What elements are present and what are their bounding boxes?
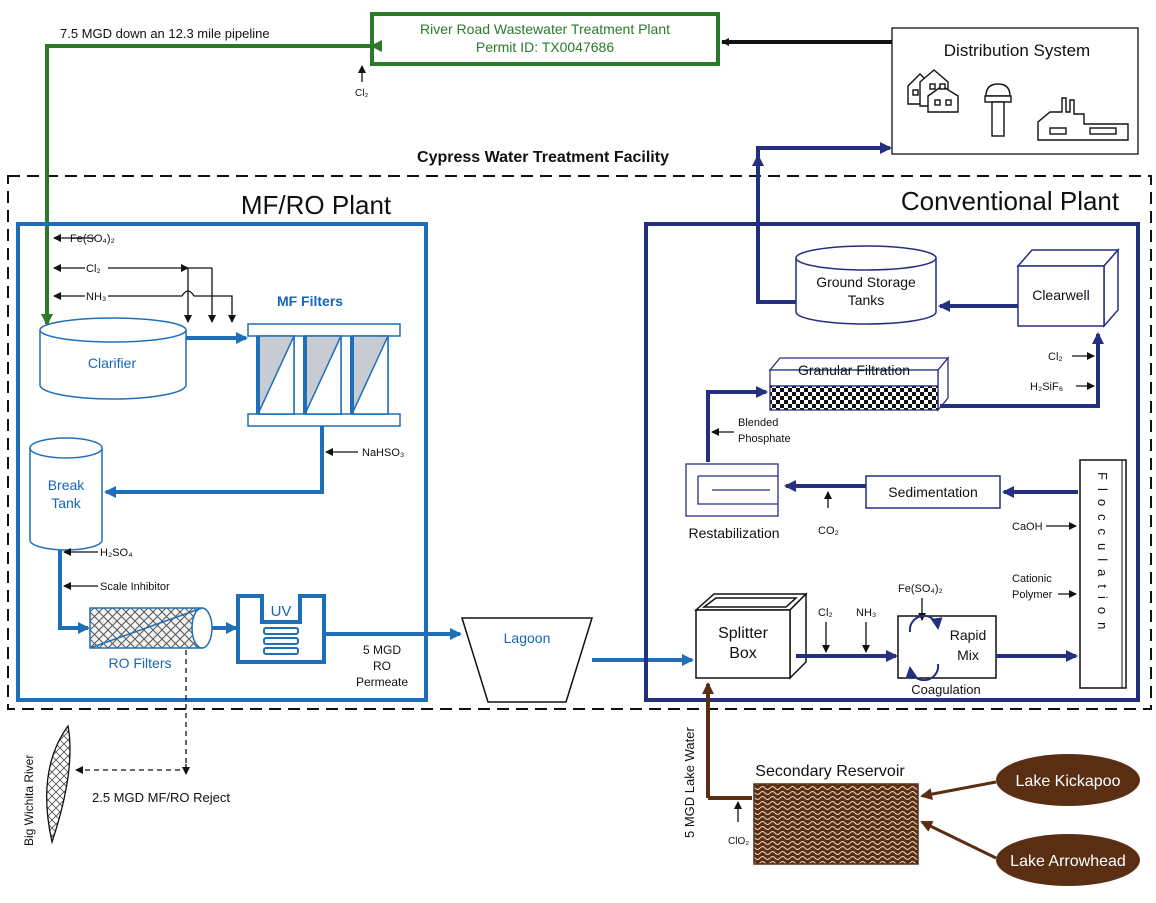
lake-arrowhead-label: Lake Arrowhead xyxy=(1010,853,1126,870)
co2-label: CO₂ xyxy=(818,525,839,537)
caoh-label: CaOH xyxy=(1012,521,1043,533)
clearwell-box xyxy=(1016,248,1120,328)
uv-lamps xyxy=(263,627,299,655)
ground-storage-label-1: Ground Storage xyxy=(816,274,916,290)
ground-storage-label-2: Tanks xyxy=(848,292,885,308)
mf-filters-label: MF Filters xyxy=(277,293,343,309)
mfro-fe-label: Fe(SO₄)₂ xyxy=(70,233,115,245)
wwtp-permit: Permit ID: TX0047686 xyxy=(476,39,614,55)
mfro-cl2-label: Cl₂ xyxy=(86,263,101,275)
wwtp-name: River Road Wastewater Treatment Plant xyxy=(420,21,670,37)
mf-filters-unit xyxy=(247,323,401,427)
flocculation-label: Flocculation xyxy=(1095,472,1110,637)
restabilization-unit xyxy=(685,463,779,517)
permeate-label-1: 5 MGD xyxy=(363,643,401,657)
clarifier-label: Clarifier xyxy=(88,355,137,371)
splitter-box xyxy=(694,592,808,680)
wwtp-box xyxy=(370,12,720,66)
break-tank-label-2: Tank xyxy=(51,495,82,511)
mix-swirl-icon xyxy=(905,614,943,682)
conventional-plant-box xyxy=(644,222,1140,702)
coagulation-label: Coagulation xyxy=(911,682,980,697)
pipeline-flow xyxy=(41,40,382,326)
mfro-plant-title: MF/RO Plant xyxy=(241,190,392,220)
scale-inhibitor-label: Scale Inhibitor xyxy=(100,581,170,593)
granular-filtration-unit xyxy=(768,356,950,412)
mfro-nh3-label: NH₃ xyxy=(86,291,106,303)
sedimentation-label: Sedimentation xyxy=(888,484,978,500)
lake-arrowhead xyxy=(996,834,1140,886)
lake-kickapoo-label: Lake Kickapoo xyxy=(1016,773,1121,790)
rapid-label-2: Mix xyxy=(957,647,979,663)
break-tank-label-1: Break xyxy=(48,477,86,493)
blended-label-2: Phosphate xyxy=(738,433,791,445)
break-tank xyxy=(29,437,103,551)
mfro-plant-box xyxy=(16,222,428,702)
cationic-label-1: Cationic xyxy=(1012,573,1052,585)
wwtp-cl2-label: Cl₂ xyxy=(355,88,368,99)
facility-title: Cypress Water Treatment Facility xyxy=(417,149,669,166)
houses-icon xyxy=(907,69,959,113)
h2sif6-label: H₂SiF₆ xyxy=(1030,381,1063,393)
permeate-label-3: Permeate xyxy=(356,675,408,689)
facility-boundary xyxy=(7,175,1152,710)
ro-filters-label: RO Filters xyxy=(109,655,172,671)
splitter-label-2: Box xyxy=(729,645,757,662)
river-shape xyxy=(46,724,71,845)
reject-label: 2.5 MGD MF/RO Reject xyxy=(92,790,230,805)
nahso3-label: NaHSO₃ xyxy=(362,447,404,459)
blended-label-1: Blended xyxy=(738,417,778,429)
clo2-label: ClO₂ xyxy=(728,836,749,847)
restabilization-label: Restabilization xyxy=(688,525,779,541)
secondary-reservoir-label: Secondary Reservoir xyxy=(755,763,905,780)
conv-cl2-label: Cl₂ xyxy=(1048,351,1063,363)
h2so4-label: H₂SO₄ xyxy=(100,547,133,559)
cationic-label-2: Polymer xyxy=(1012,589,1053,601)
granular-filtration-label: Granular Filtration xyxy=(798,362,910,378)
lagoon-label: Lagoon xyxy=(504,630,551,646)
distribution-system-title: Distribution System xyxy=(944,41,1090,60)
lake-water-label: 5 MGD Lake Water xyxy=(682,727,697,838)
permeate-label-2: RO xyxy=(373,659,391,673)
pipeline-label: 7.5 MGD down an 12.3 mile pipeline xyxy=(60,26,270,41)
rapid-mix-box xyxy=(897,615,997,679)
splitter-cl2-label: Cl₂ xyxy=(818,607,833,619)
flocculation-box xyxy=(1079,459,1127,689)
fe-label: Fe(SO₄)₂ xyxy=(898,583,943,595)
clarifier-tank xyxy=(39,317,187,400)
ro-filters-unit xyxy=(89,607,213,649)
water-tower-icon xyxy=(984,83,1012,137)
sedimentation-box xyxy=(865,475,1001,509)
uv-label: UV xyxy=(271,603,292,620)
river-label: Big Wichita River xyxy=(22,755,36,846)
splitter-nh3-label: NH₃ xyxy=(856,607,876,619)
splitter-label-1: Splitter xyxy=(718,625,768,642)
rapid-label-1: Rapid xyxy=(950,627,987,643)
factory-icon xyxy=(1037,97,1129,141)
lagoon-basin xyxy=(460,617,594,703)
clearwell-label: Clearwell xyxy=(1032,287,1090,303)
conventional-plant-title: Conventional Plant xyxy=(901,186,1120,216)
lake-kickapoo xyxy=(996,754,1140,806)
secondary-reservoir xyxy=(753,783,919,865)
ground-storage-tanks xyxy=(795,245,937,325)
